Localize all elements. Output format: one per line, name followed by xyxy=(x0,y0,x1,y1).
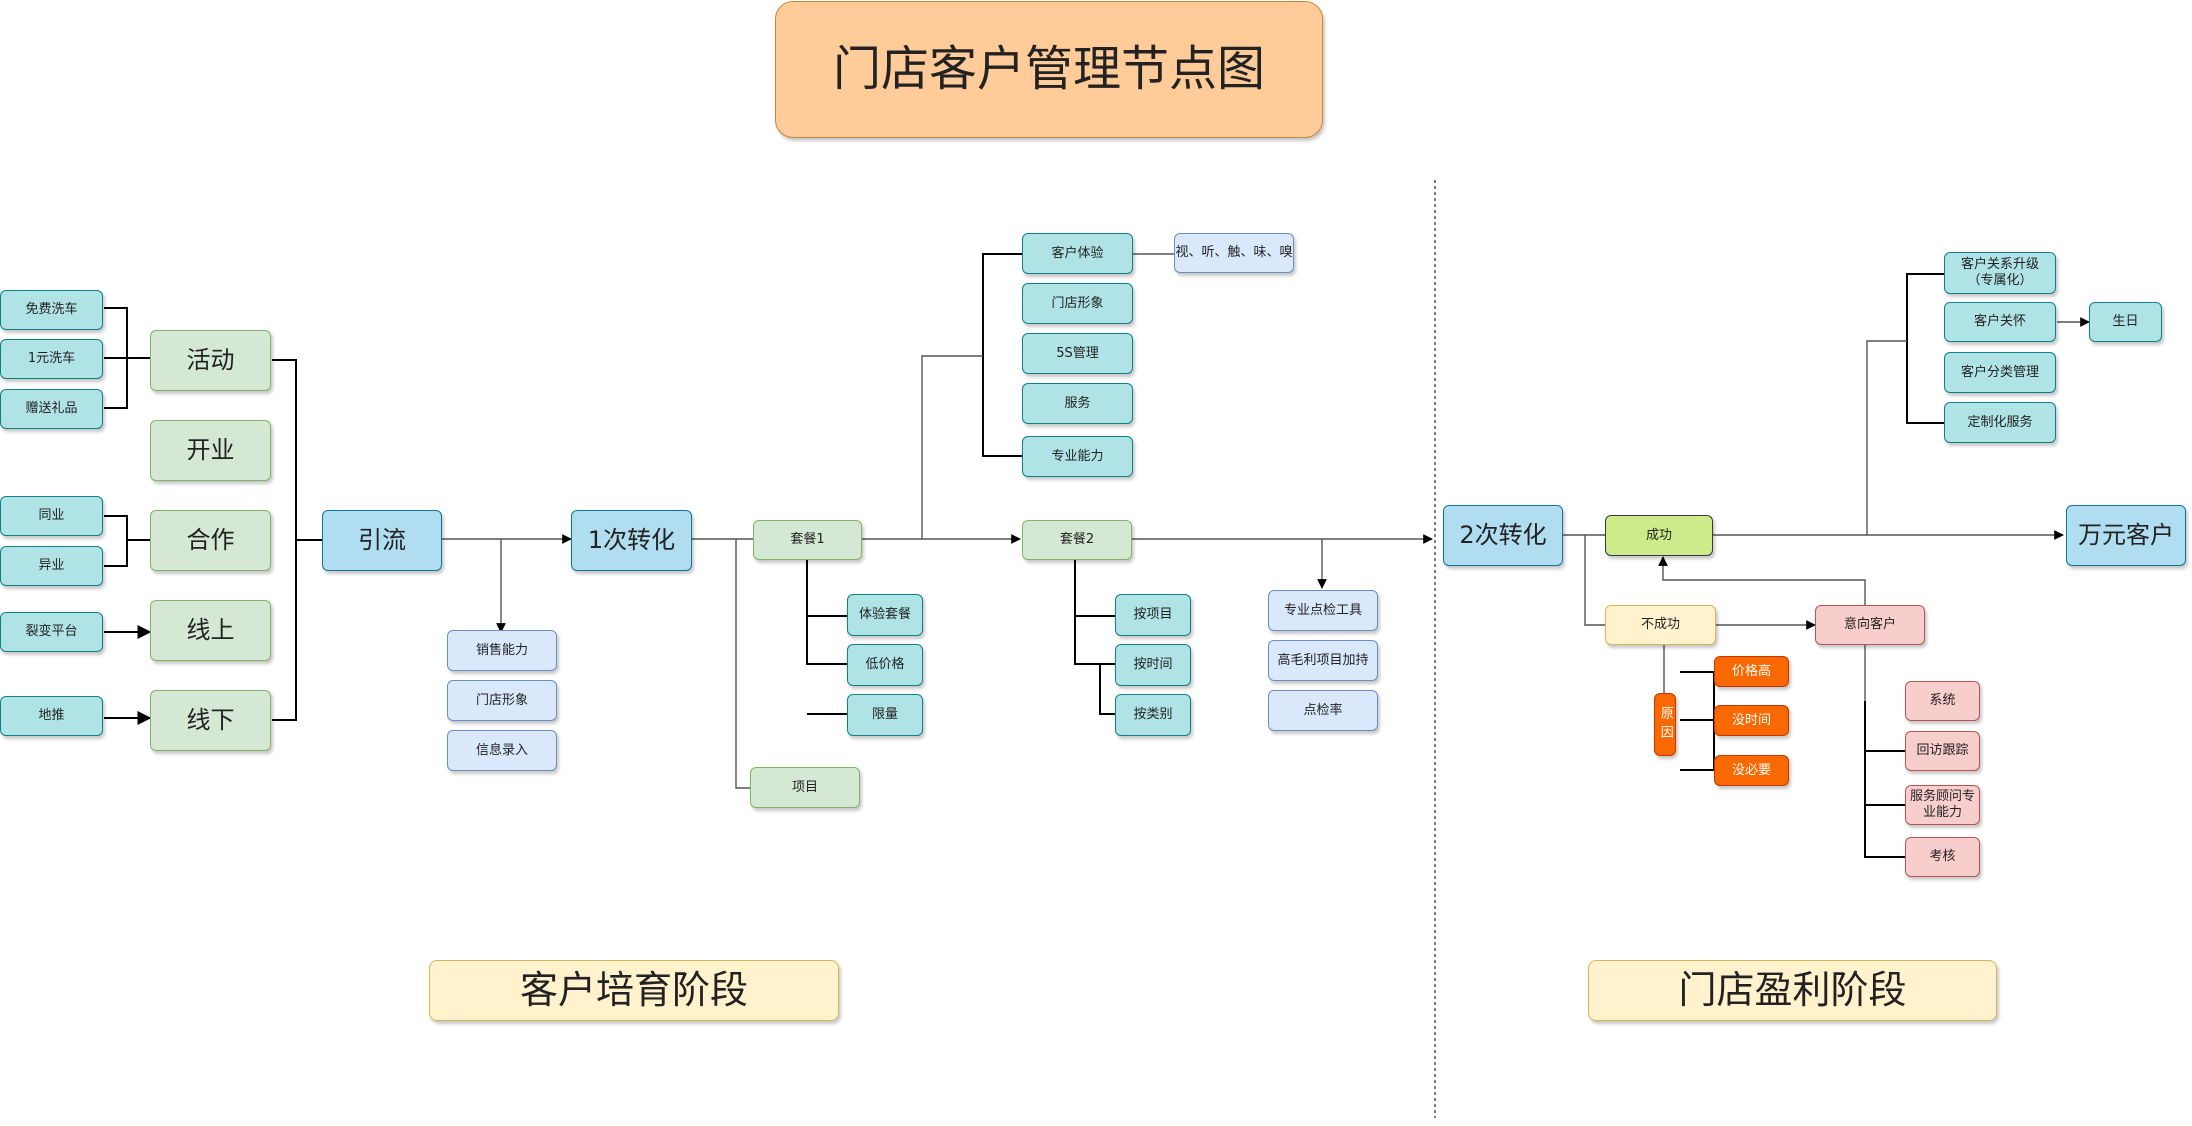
node-opening: 开业 xyxy=(150,420,271,481)
node-customer-experience: 客户体验 xyxy=(1022,233,1133,274)
node-high-margin-project: 高毛利项目加持 xyxy=(1268,640,1378,681)
node-advisor-ability: 服务顾问专业能力 xyxy=(1905,785,1980,825)
node-success: 成功 xyxy=(1605,515,1713,556)
node-reason: 原因 xyxy=(1654,693,1676,756)
node-limited: 限量 xyxy=(847,694,923,736)
node-service: 服务 xyxy=(1022,383,1133,424)
node-customized-service: 定制化服务 xyxy=(1944,402,2056,443)
node-system: 系统 xyxy=(1905,681,1980,721)
node-one-yuan-wash: 1元洗车 xyxy=(0,339,103,379)
node-sales-ability: 销售能力 xyxy=(447,630,557,671)
node-package-1: 套餐1 xyxy=(753,520,862,560)
node-5s-management: 5S管理 xyxy=(1022,333,1133,374)
node-by-project: 按项目 xyxy=(1115,594,1191,636)
node-low-price: 低价格 xyxy=(847,644,923,686)
node-high-price: 价格高 xyxy=(1714,656,1789,687)
node-info-entry: 信息录入 xyxy=(447,730,557,771)
node-trial-package: 体验套餐 xyxy=(847,594,923,636)
node-follow-up: 回访跟踪 xyxy=(1905,731,1980,771)
node-inspection-tool: 专业点检工具 xyxy=(1268,590,1378,631)
node-intent-customer: 意向客户 xyxy=(1815,605,1925,645)
node-store-image-2: 门店形象 xyxy=(1022,283,1133,324)
node-vip-customer: 万元客户 xyxy=(2066,505,2186,566)
node-birthday: 生日 xyxy=(2089,302,2162,342)
node-free-wash: 免费洗车 xyxy=(0,290,103,330)
node-no-time: 没时间 xyxy=(1714,705,1789,736)
node-package-2: 套餐2 xyxy=(1022,520,1132,560)
node-online: 线上 xyxy=(150,600,271,661)
node-inspection-rate: 点检率 xyxy=(1268,690,1378,731)
node-customer-classification: 客户分类管理 xyxy=(1944,352,2056,393)
stage-label-cultivation: 客户培育阶段 xyxy=(429,960,839,1021)
node-offline: 线下 xyxy=(150,690,271,751)
node-no-need: 没必要 xyxy=(1714,755,1789,786)
node-assessment: 考核 xyxy=(1905,837,1980,877)
node-same-trade: 同业 xyxy=(0,496,103,536)
node-traffic: 引流 xyxy=(322,510,442,571)
node-customer-care: 客户关怀 xyxy=(1944,302,2056,342)
node-failure: 不成功 xyxy=(1605,605,1716,645)
stage-label-profit: 门店盈利阶段 xyxy=(1588,960,1997,1021)
node-professional-ability: 专业能力 xyxy=(1022,436,1133,477)
node-relation-upgrade: 客户关系升级（专属化） xyxy=(1944,252,2056,294)
node-first-conversion: 1次转化 xyxy=(571,510,692,571)
node-gift: 赠送礼品 xyxy=(0,389,103,429)
node-cooperation: 合作 xyxy=(150,510,271,571)
node-activity: 活动 xyxy=(150,330,271,391)
page-title: 门店客户管理节点图 xyxy=(775,1,1323,138)
node-cross-trade: 异业 xyxy=(0,546,103,586)
node-five-senses: 视、听、触、味、嗅 xyxy=(1174,233,1294,273)
node-second-conversion: 2次转化 xyxy=(1443,505,1563,566)
node-by-category: 按类别 xyxy=(1115,694,1191,736)
node-by-time: 按时间 xyxy=(1115,644,1191,686)
node-project: 项目 xyxy=(750,767,860,808)
node-ground-push: 地推 xyxy=(0,696,103,736)
node-fission-platform: 裂变平台 xyxy=(0,612,103,652)
node-store-image: 门店形象 xyxy=(447,680,557,721)
